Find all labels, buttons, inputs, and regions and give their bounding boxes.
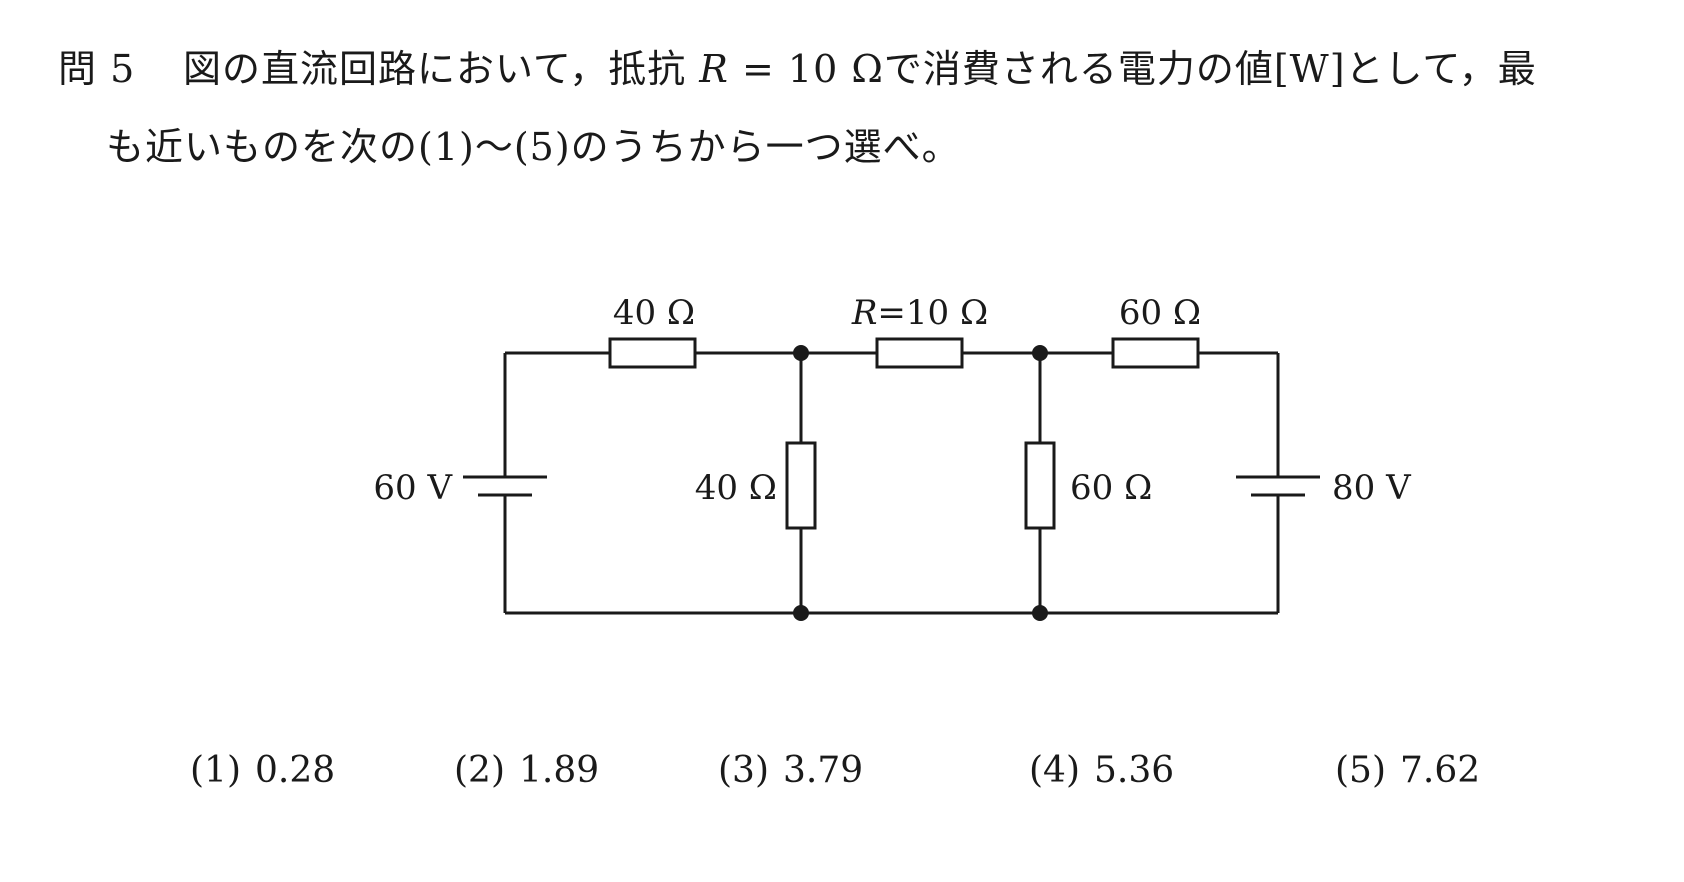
- resistor-r-10: [875, 337, 964, 369]
- resistor-top-left-40: [608, 337, 697, 369]
- junction-bottom-right: [1032, 605, 1048, 621]
- label-r-val: =10 Ω: [877, 293, 988, 333]
- choice-2-number: (2): [454, 750, 505, 791]
- label-mid-left-40: 40 Ω: [695, 468, 777, 508]
- label-battery-left-60v: 60 V: [373, 468, 453, 508]
- choice-2[interactable]: (2) 1.89: [454, 750, 599, 791]
- resistor-mid-left-40: [785, 441, 817, 530]
- answer-choices: (1) 0.28 (2) 1.89 (3) 3.79 (4) 5.36 (5) 7.62: [0, 750, 1684, 810]
- resistor-mid-right-60: [1024, 441, 1056, 530]
- choice-4-number: (4): [1029, 750, 1080, 791]
- choice-3[interactable]: (3) 3.79: [718, 750, 863, 791]
- label-top-left-40: 40 Ω: [613, 293, 695, 333]
- choice-5-value: 7.62: [1400, 750, 1481, 791]
- choice-2-value: 1.89: [519, 750, 600, 791]
- question-text-b: = 10 Ωで消費される電力の値[W]として，最: [728, 47, 1537, 91]
- question-text: 問 5 図の直流回路において，抵抗 R = 10 Ωで消費される電力の値[W]とし…: [58, 30, 1658, 186]
- label-mid-right-60: 60 Ω: [1070, 468, 1152, 508]
- choice-1-number: (1): [190, 750, 241, 791]
- junction-top-right: [1032, 345, 1048, 361]
- choice-1[interactable]: (1) 0.28: [190, 750, 335, 791]
- label-battery-right-80v: 80 V: [1332, 468, 1412, 508]
- junction-top-left: [793, 345, 809, 361]
- choice-5-number: (5): [1335, 750, 1386, 791]
- choice-1-value: 0.28: [255, 750, 336, 791]
- choice-5[interactable]: (5) 7.62: [1335, 750, 1480, 791]
- label-r-10: R=10 Ω: [851, 293, 988, 333]
- choice-3-value: 3.79: [783, 750, 864, 791]
- question-text-a: 図の直流回路において，抵抗: [183, 47, 700, 91]
- question-number: 問 5: [58, 47, 136, 91]
- label-top-right-60: 60 Ω: [1119, 293, 1201, 333]
- junction-bottom-left: [793, 605, 809, 621]
- choice-4[interactable]: (4) 5.36: [1029, 750, 1174, 791]
- question-line-2: も近いものを次の(1)～(5)のうちから一つ選べ。: [106, 125, 961, 169]
- question-line-1: 問 5 図の直流回路において，抵抗 R = 10 Ωで消費される電力の値[W]とし…: [58, 30, 1658, 108]
- question-variable-r: R: [699, 47, 729, 91]
- label-r-var: R: [851, 293, 878, 333]
- choice-3-number: (3): [718, 750, 769, 791]
- resistor-top-right-60: [1111, 337, 1200, 369]
- choice-4-value: 5.36: [1094, 750, 1175, 791]
